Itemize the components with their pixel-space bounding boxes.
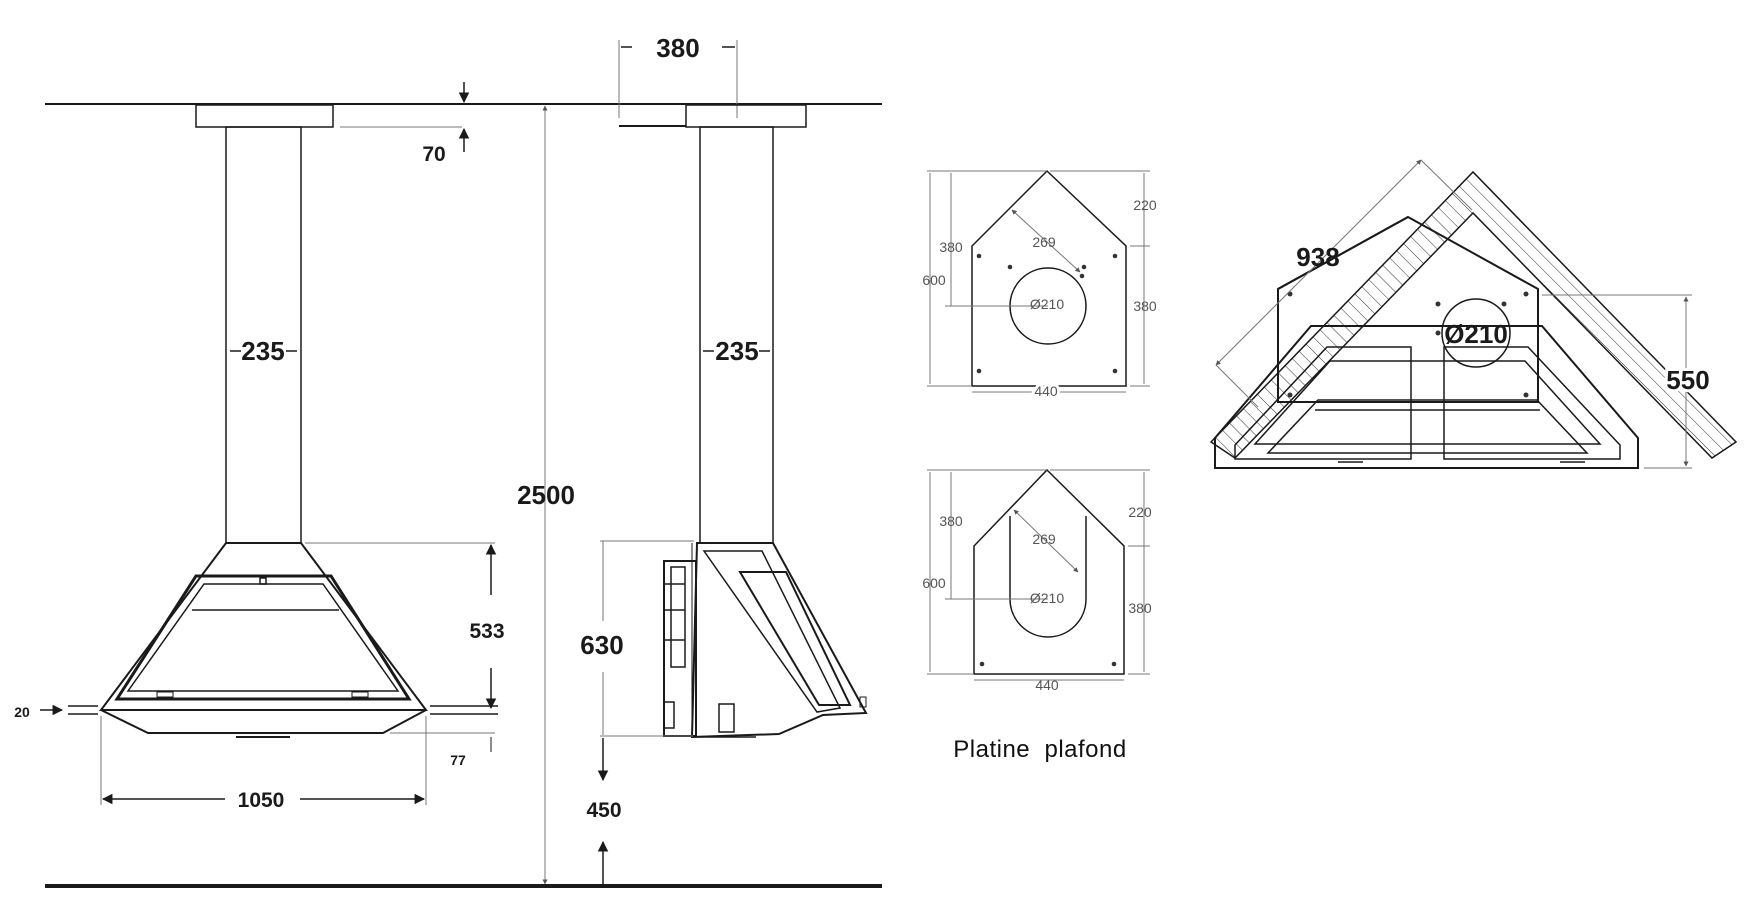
plate-top-hole: Ø210: [1030, 296, 1064, 312]
plate-top-side-right: 380: [1133, 298, 1157, 314]
dim-flue-width-side: 235: [715, 336, 758, 366]
dim-hood-height: 533: [469, 620, 504, 643]
dim-base-lip: 20: [14, 704, 30, 720]
plate-bottom-overall-height: 600: [922, 575, 946, 591]
side-view: 380 235 630: [580, 33, 868, 884]
plate-top-side-upper: 380: [939, 239, 963, 255]
dim-ceiling-plate: 70: [422, 143, 445, 166]
front-view: 235 70 2500 533 20 77 1050: [14, 82, 882, 888]
plate-bottom-width: 440: [1035, 677, 1059, 693]
hood: [99, 542, 428, 738]
plate-bottom-side-upper: 380: [939, 513, 963, 529]
dim-hood-width: 1050: [238, 789, 285, 812]
ceiling-plate-caption: Platine plafond: [953, 736, 1126, 763]
plate-top-overall-height: 600: [922, 272, 946, 288]
dim-corner-hole: Ø210: [1444, 319, 1508, 349]
dim-body-height: 630: [580, 630, 623, 660]
plate-top-diagonal: 269: [1032, 234, 1056, 250]
flue-pipe: [225, 126, 302, 544]
wall-hatch: [1209, 170, 1738, 459]
stove-body-side: [663, 542, 868, 739]
dim-plate-depth: 380: [656, 33, 699, 63]
plate-top-width: 440: [1034, 383, 1058, 399]
plate-bottom-diagonal: 269: [1032, 531, 1056, 547]
flue-pipe-side: [699, 126, 774, 544]
dim-total-height: 2500: [517, 480, 575, 510]
dim-floor-clearance: 450: [586, 799, 621, 822]
ceiling-plate-bottom: 600 380 220 380 269 Ø210 440: [922, 468, 1152, 693]
plate-bottom-hole: Ø210: [1030, 590, 1064, 606]
dim-base-bottom: 77: [450, 752, 466, 768]
plate-top-peak: 220: [1133, 197, 1157, 213]
dim-corner-depth: 550: [1666, 365, 1709, 395]
plate-bottom-side-right: 380: [1128, 600, 1152, 616]
dim-wall-length: 938: [1296, 242, 1339, 272]
corner-top-view: 938 Ø210 550: [1209, 159, 1738, 469]
plate-bottom-peak: 220: [1128, 504, 1152, 520]
dim-flue-width-front: 235: [241, 336, 284, 366]
ceiling-plate-top: 600 380 220 380 269 Ø210 440: [922, 169, 1157, 402]
ceiling-plate: [195, 104, 334, 128]
ceiling-plate-side: [685, 104, 807, 128]
